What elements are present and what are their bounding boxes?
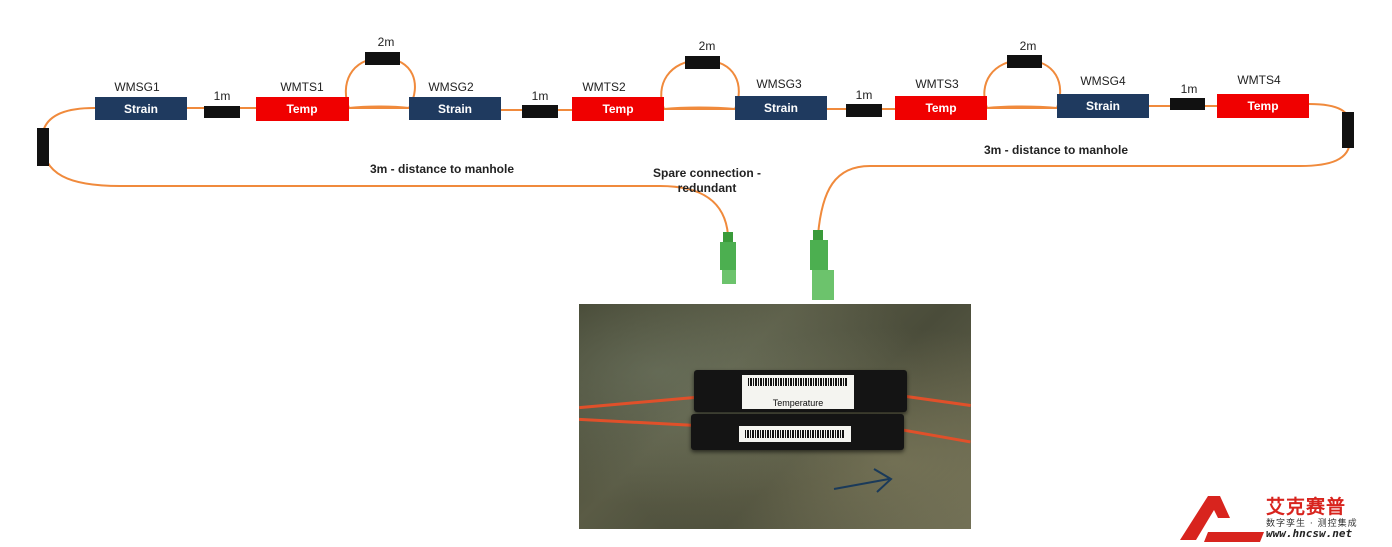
tag-text: Temperature — [772, 398, 824, 408]
sensor-wmts1: WMTS1 Temp — [256, 80, 349, 121]
sensor-type: Strain — [124, 102, 158, 116]
logo-url: www.hncsw.net — [1266, 527, 1353, 540]
logo-mark-icon — [1180, 496, 1264, 542]
segment-length: 1m — [532, 89, 549, 103]
fiber-lines — [40, 56, 1351, 236]
distance-label-left: 3m - distance to manhole — [370, 162, 514, 176]
sensor-name: WMTS4 — [1237, 73, 1281, 87]
segment-labels: 1m 2m 1m 2m 1m 2m 1m — [214, 35, 1198, 103]
splice-1m — [846, 104, 882, 117]
segment-length: 2m — [699, 39, 716, 53]
sensor-name: WMSG2 — [428, 80, 474, 94]
green-connectors — [720, 230, 834, 300]
segment-length: 2m — [378, 35, 395, 49]
sensor-type: Strain — [764, 101, 798, 115]
fiber-2m-loop-2 — [660, 58, 740, 111]
spare-connector-left — [720, 232, 736, 284]
sensor-wmts3: WMTS3 Temp — [895, 77, 987, 120]
company-logo: ACCEXP 艾克赛普 数字孪生 · 测控集成 www.hncsw.net — [1178, 492, 1388, 542]
splice-2m — [365, 52, 400, 65]
splice-1m — [522, 105, 558, 118]
splices — [37, 52, 1354, 166]
sensor-wmts4: WMTS4 Temp — [1217, 73, 1309, 118]
segment-length: 2m — [1020, 39, 1037, 53]
splice-2m — [1007, 55, 1042, 68]
marker-arrow-icon — [833, 468, 893, 493]
sensor-wmsg2: WMSG2 Strain — [409, 80, 501, 120]
sensor-type: Temp — [1247, 99, 1278, 113]
segment-length: 1m — [214, 89, 231, 103]
logo-chinese-name: 艾克赛普 — [1266, 496, 1347, 518]
fiber-right-loop — [817, 103, 1351, 236]
fiber-2m-loop-3 — [983, 58, 1062, 110]
sensor-type: Temp — [286, 102, 317, 116]
sensor-name: WMSG3 — [756, 77, 802, 91]
sensor-wmsg4: WMSG4 Strain — [1057, 74, 1149, 118]
logo-brand: ACCEXP — [1218, 524, 1260, 535]
sensor-type: Strain — [438, 102, 472, 116]
spare-connection-label: Spare connection - — [653, 166, 761, 180]
fiber-2m-loop-1 — [344, 56, 416, 110]
end-connector-right — [1342, 112, 1354, 148]
sensor-name: WMSG4 — [1080, 74, 1126, 88]
splice-1m — [204, 106, 240, 118]
sensor-name: WMTS3 — [915, 77, 959, 91]
sensor-type: Temp — [602, 102, 633, 116]
splice-1m — [1170, 98, 1205, 110]
spare-connector-right — [810, 230, 834, 300]
spare-connection-label-2: redundant — [678, 181, 737, 195]
installed-sensors-photo: Temperature — [579, 304, 971, 529]
splice-2m — [685, 56, 720, 69]
sensor-tag-bottom — [739, 426, 851, 442]
sensor-wmsg1: WMSG1 Strain — [95, 80, 187, 120]
distance-label-right: 3m - distance to manhole — [984, 143, 1128, 157]
logo-slogan: 数字孪生 · 测控集成 — [1266, 519, 1358, 529]
segment-length: 1m — [856, 88, 873, 102]
segment-length: 1m — [1181, 82, 1198, 96]
sensor-type: Strain — [1086, 99, 1120, 113]
sensor-name: WMTS1 — [280, 80, 324, 94]
sensor-wmts2: WMTS2 Temp — [572, 80, 664, 121]
end-connector-left — [37, 128, 49, 166]
fiber-left-loop — [40, 107, 729, 236]
sensor-tag-top: Temperature — [742, 375, 854, 409]
sensor-name: WMTS2 — [582, 80, 626, 94]
sensor-type: Temp — [925, 101, 956, 115]
sensor-name: WMSG1 — [114, 80, 160, 94]
sensor-wmsg3: WMSG3 Strain — [735, 77, 827, 120]
